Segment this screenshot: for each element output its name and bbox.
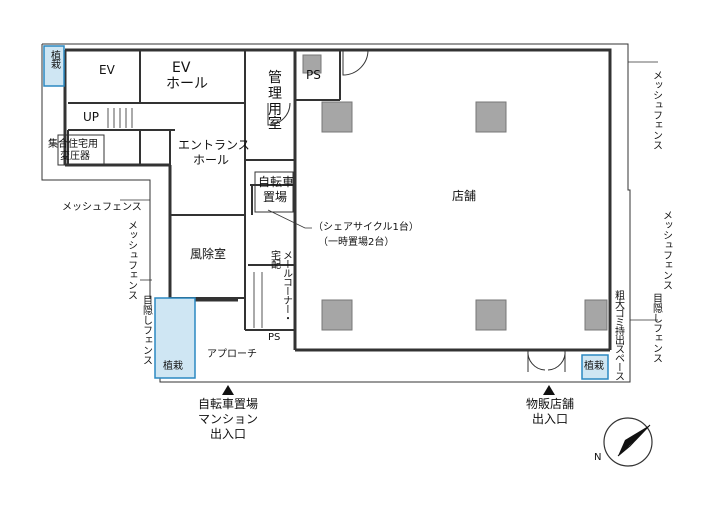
blind-fence-right-label: 目隠しフェンス [650, 293, 662, 363]
ev-hall-label-line2: ホール [166, 76, 208, 92]
ev-hall-label-line1: EV [172, 60, 191, 76]
mesh-fence-right-lower-label: メッシュフェンス [660, 210, 672, 290]
bicycle-area [254, 171, 294, 213]
ev-label: EV [99, 63, 115, 77]
mesh-fence-left-horizontal-label: メッシュフェンス [62, 202, 142, 213]
compass [603, 417, 653, 467]
column [302, 54, 322, 74]
planting-bottom-left [154, 297, 196, 379]
planting-areas [43, 45, 609, 380]
ps-top-label: PS [306, 68, 321, 82]
management-label-3: 用 [268, 102, 282, 118]
bicycle-note-2: （一時置場2台） [318, 237, 395, 248]
column [321, 101, 353, 133]
shop-entrance-doors [527, 349, 566, 372]
ps-bottom-label: PS [268, 332, 281, 343]
mail-corner-label: メールコーナー・ [280, 250, 292, 322]
planting-top-left-label: 植栽 [48, 50, 60, 68]
site-boundary [41, 43, 631, 383]
bicycle-note-1: （シェアサイクル1台） [313, 222, 419, 233]
column [584, 299, 608, 331]
shop-entrance-arrow [543, 385, 555, 395]
planting-top-left [43, 45, 65, 87]
store-label: 店舗 [452, 189, 477, 203]
fence-leaders [120, 61, 658, 321]
up-label: UP [83, 110, 100, 124]
door-swing-management [267, 102, 291, 126]
column [475, 299, 507, 331]
residential-entrance-label-1: 自転車置場 [197, 397, 258, 411]
building-walls [63, 48, 612, 352]
door-swing [342, 49, 369, 76]
columns [169, 54, 608, 331]
planting-bottom-right [581, 354, 609, 380]
column [321, 299, 353, 331]
transformer-label-1: 集合住宅用 [48, 139, 98, 150]
management-label-4: 室 [268, 116, 282, 132]
planting-bottom-left-label: 植栽 [163, 361, 183, 372]
entrance-hall-label-2: ホール [193, 153, 230, 167]
management-label-1: 管 [268, 70, 282, 86]
residential-entrance-arrow [222, 385, 234, 395]
interior-walls [67, 50, 341, 331]
staircase [107, 108, 263, 328]
transformer-box [57, 134, 105, 166]
shop-entrance-label-1: 物販店舗 [525, 397, 574, 411]
bicycle-note-leader [267, 209, 312, 229]
approach-label: アプローチ [207, 349, 257, 360]
windbreak-label: 風除室 [190, 247, 227, 261]
residential-entrance-label-2: マンション [197, 412, 258, 426]
column [475, 101, 507, 133]
blind-fence-left-label: 目隠しフェンス [140, 295, 152, 365]
entrance-hall-label-1: エントランス [178, 138, 250, 152]
garbage-space-label: 粗大ゴミ持出スペース [612, 290, 624, 380]
mesh-fence-left-vertical-label: メッシュフェンス [125, 220, 137, 300]
transformer-label-2: 変圧器 [60, 151, 90, 162]
bicycle-label-1: 自転車 [258, 175, 295, 189]
management-label-2: 理 [268, 86, 282, 102]
mesh-fence-top-right-label: メッシュフェンス [650, 70, 662, 150]
shop-entrance-label-2: 出入口 [531, 412, 568, 426]
compass-north-label: N [594, 452, 602, 463]
delivery-label: 宅配 [268, 250, 280, 268]
bicycle-label-2: 置場 [263, 190, 288, 204]
planting-bottom-right-label: 植栽 [584, 361, 604, 372]
residential-entrance-label-3: 出入口 [209, 427, 246, 441]
